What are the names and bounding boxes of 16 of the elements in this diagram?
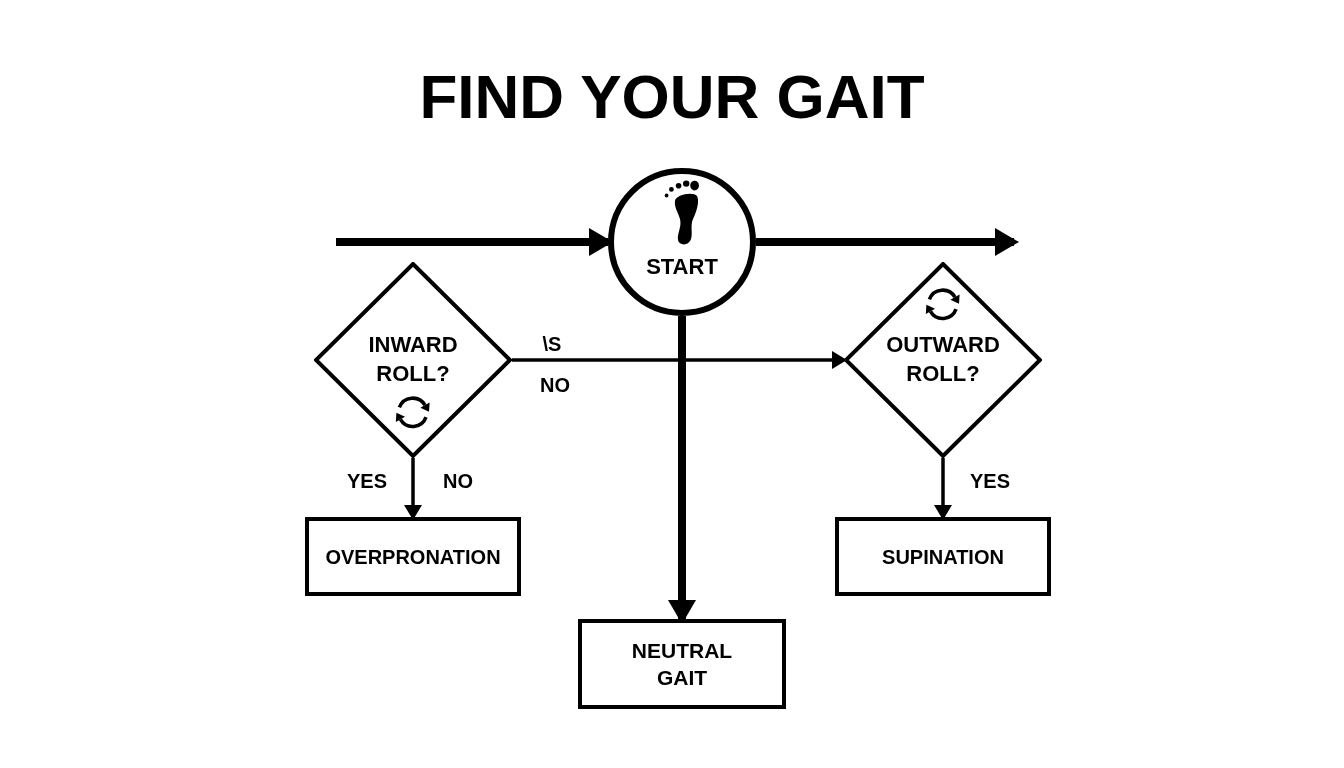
arrow: [404, 458, 422, 520]
arrow: [756, 228, 1019, 256]
node-label: OUTWARD ROLL?: [885, 331, 1001, 388]
decision-diamond: [844, 262, 1042, 458]
node-label: NEUTRAL GAIT: [630, 637, 734, 691]
node-label: START: [646, 253, 718, 281]
arrow: [512, 351, 847, 369]
arrow: [934, 458, 952, 520]
decision-diamond: [314, 262, 512, 458]
result-box: [578, 619, 786, 709]
node-label: INWARD ROLL?: [367, 331, 459, 388]
node-label: OVERPRONATION: [325, 544, 501, 570]
result-box: [305, 517, 521, 596]
title: FIND YOUR GAIT: [419, 66, 925, 128]
node-label: SUPINATION: [882, 544, 1004, 570]
result-box: [835, 517, 1051, 596]
